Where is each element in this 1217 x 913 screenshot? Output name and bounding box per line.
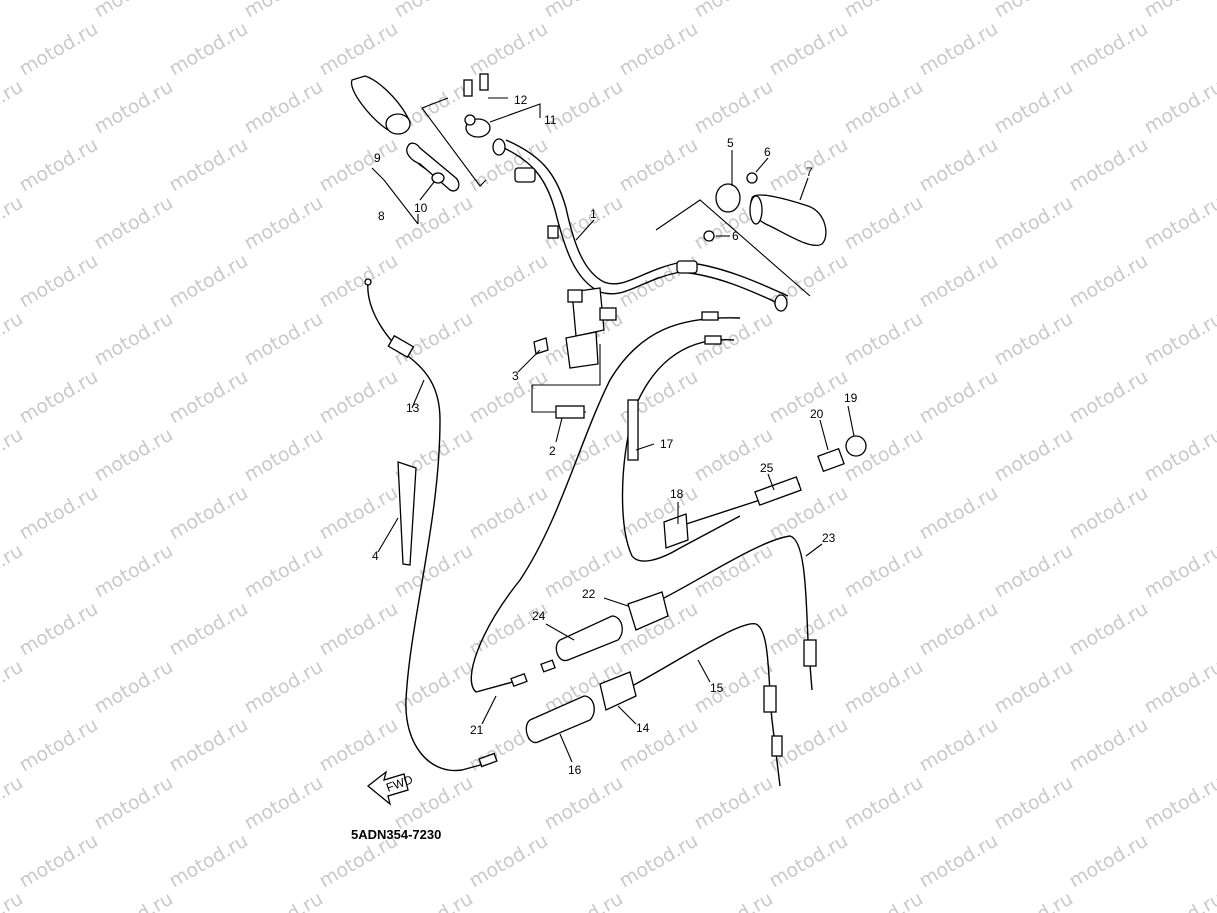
callout-16: 16 [568, 763, 582, 777]
diagram-code: 5ADN354-7230 [351, 827, 442, 842]
callout-9: 9 [374, 151, 381, 165]
callout-22: 22 [582, 587, 596, 601]
leader-lines [377, 150, 855, 763]
callout-6b: 6 [732, 229, 739, 243]
callout-5: 5 [727, 136, 734, 150]
callout-19: 19 [844, 391, 858, 405]
callout-labels: 1 2 3 4 5 6 6 7 8 9 10 11 12 13 14 15 16… [372, 93, 858, 777]
lower-cables [599, 535, 817, 787]
callout-13: 13 [406, 401, 420, 415]
clutch-cable [663, 435, 867, 549]
callout-21: 21 [470, 723, 484, 737]
callout-10: 10 [414, 201, 428, 215]
fwd-arrow: FWD [366, 770, 415, 806]
brake-cables [470, 311, 741, 693]
callout-1: 1 [590, 207, 597, 221]
left-grip-assembly [350, 73, 541, 225]
callout-2: 2 [549, 444, 556, 458]
right-grip-assembly [655, 172, 827, 297]
throttle-cable [364, 278, 498, 772]
callout-11: 11 [544, 113, 557, 127]
callout-25: 25 [760, 461, 774, 475]
cable-tie [397, 461, 417, 566]
handlebar [492, 138, 789, 312]
handlebar-clamp [531, 287, 617, 419]
callout-3: 3 [512, 369, 519, 383]
callout-12: 12 [514, 93, 528, 107]
cable-sleeves [525, 615, 623, 744]
callout-24: 24 [532, 609, 546, 623]
callout-20: 20 [810, 407, 824, 421]
callout-6a: 6 [764, 145, 771, 159]
callout-18: 18 [670, 487, 684, 501]
callout-8: 8 [378, 209, 385, 223]
callout-14: 14 [636, 721, 650, 735]
callout-23: 23 [822, 531, 836, 545]
callout-7: 7 [806, 165, 813, 179]
callout-17: 17 [660, 437, 674, 451]
callout-4: 4 [372, 549, 379, 563]
callout-15: 15 [710, 681, 724, 695]
